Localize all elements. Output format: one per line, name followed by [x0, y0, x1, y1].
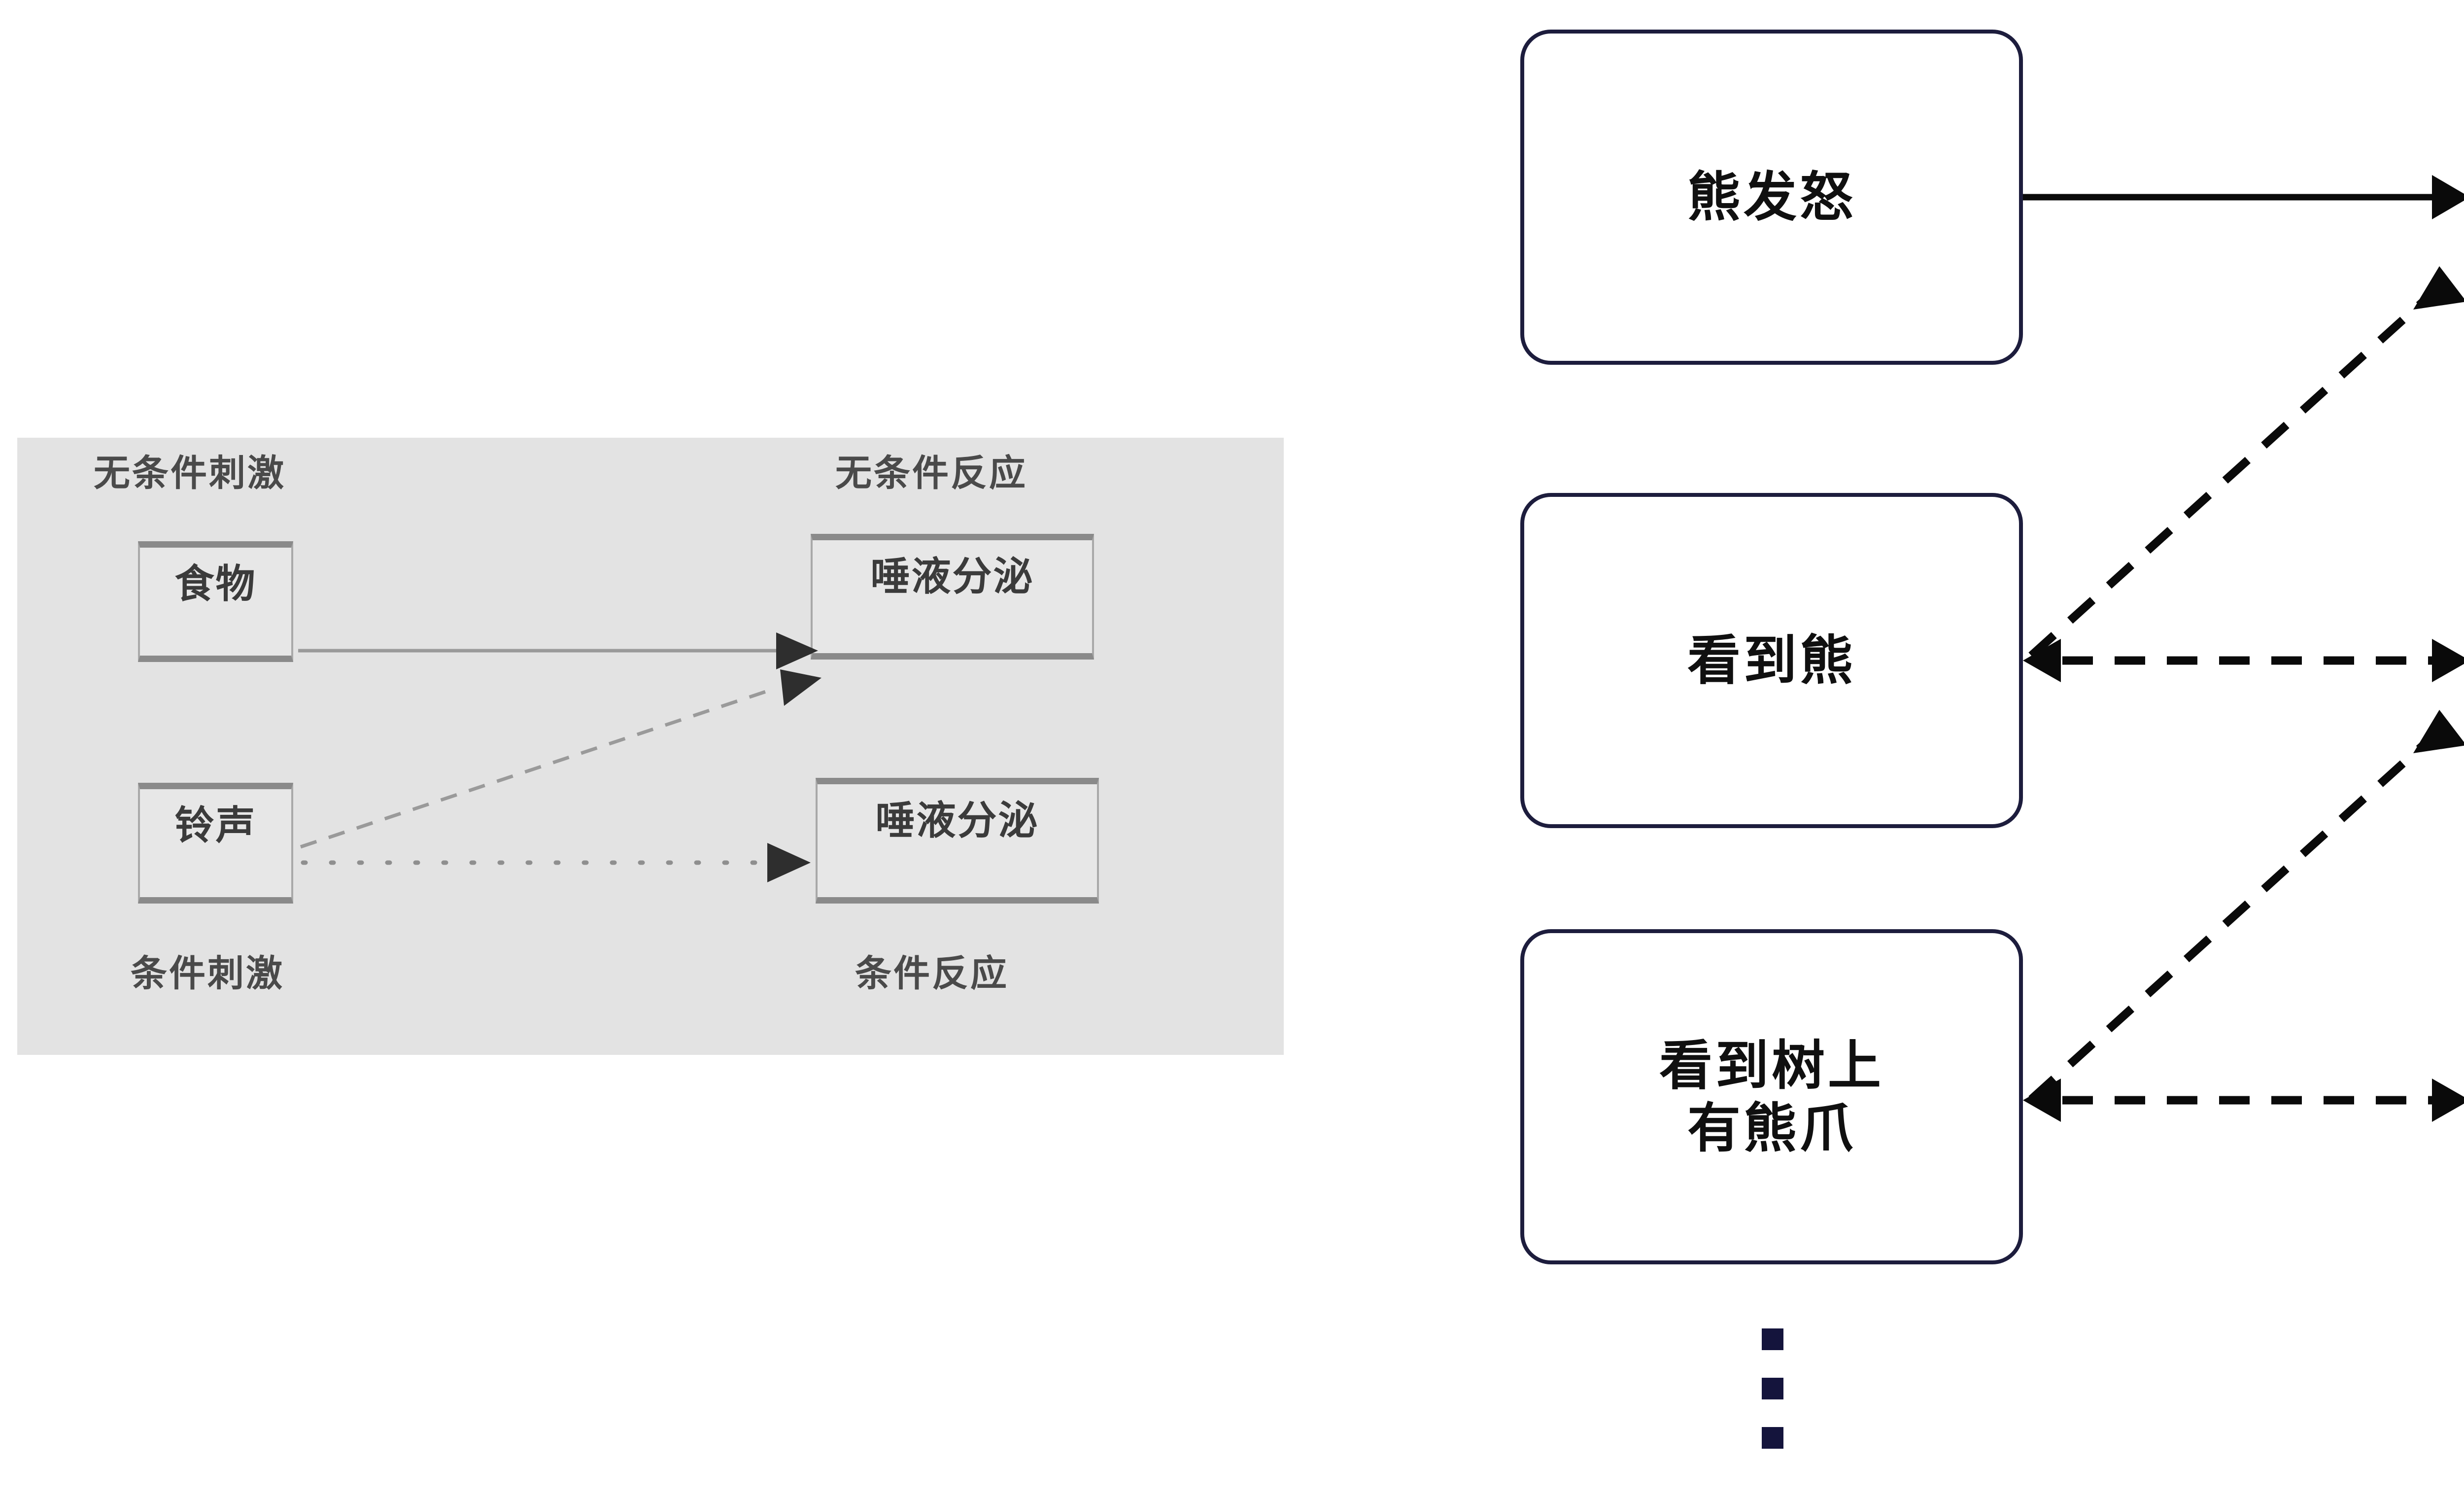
connector-see-bear-to-reward [2028, 266, 2464, 659]
connector-see-claw-to-value-s [2023, 1079, 2464, 1122]
pavlovian-conditioning-panel: 无条件刺激 无条件反应 条件刺激 条件反应 食物 铃声 唾液分泌 唾液分泌 [17, 438, 1284, 1055]
label-unconditioned-stimulus: 无条件刺激 [94, 453, 286, 493]
pavlov-box-salivation-top: 唾液分泌 [811, 534, 1094, 660]
pavlov-box-salivation-bottom: 唾液分泌 [816, 778, 1099, 904]
connector-food-to-salivation [298, 632, 818, 669]
td-box-see-claw: 看到树上 有熊爪 [1520, 929, 2023, 1264]
pavlov-box-food-label: 食物 [174, 562, 257, 606]
td-value-panel: 熊发怒 看到熊 看到树上 有熊爪 奖励 V(s′) V(s) [1454, 0, 2464, 1499]
pavlov-box-salivation-bottom-label: 唾液分泌 [875, 799, 1039, 842]
label-conditioned-response: 条件反应 [855, 953, 1009, 994]
ellipsis-dot [1762, 1378, 1783, 1399]
label-conditioned-stimulus: 条件刺激 [131, 953, 284, 994]
td-box-bear-angry: 熊发怒 [1520, 30, 2023, 365]
pavlov-box-bell: 铃声 [138, 783, 293, 904]
ellipsis-left-column [1762, 1328, 1783, 1449]
ellipsis-dot [1762, 1427, 1783, 1449]
label-unconditioned-response: 无条件反应 [835, 453, 1027, 493]
td-box-see-bear: 看到熊 [1520, 493, 2023, 828]
connector-bell-to-salivation-bottom [301, 843, 811, 882]
connector-bear-angry-to-reward [2023, 175, 2464, 219]
pavlov-box-bell-label: 铃声 [174, 803, 257, 847]
td-box-see-claw-label: 看到树上 有熊爪 [1659, 1035, 1884, 1158]
td-box-see-bear-label: 看到熊 [1687, 630, 1856, 691]
connector-see-claw-to-value-s-prime [2028, 710, 2464, 1103]
pavlov-box-food: 食物 [138, 541, 293, 662]
ellipsis-dot [1762, 1328, 1783, 1350]
pavlov-box-salivation-top-label: 唾液分泌 [870, 555, 1034, 598]
connector-bell-to-salivation-top [300, 669, 821, 849]
connector-see-bear-to-value-s-prime [2023, 639, 2464, 682]
td-box-bear-angry-label: 熊发怒 [1687, 167, 1856, 227]
